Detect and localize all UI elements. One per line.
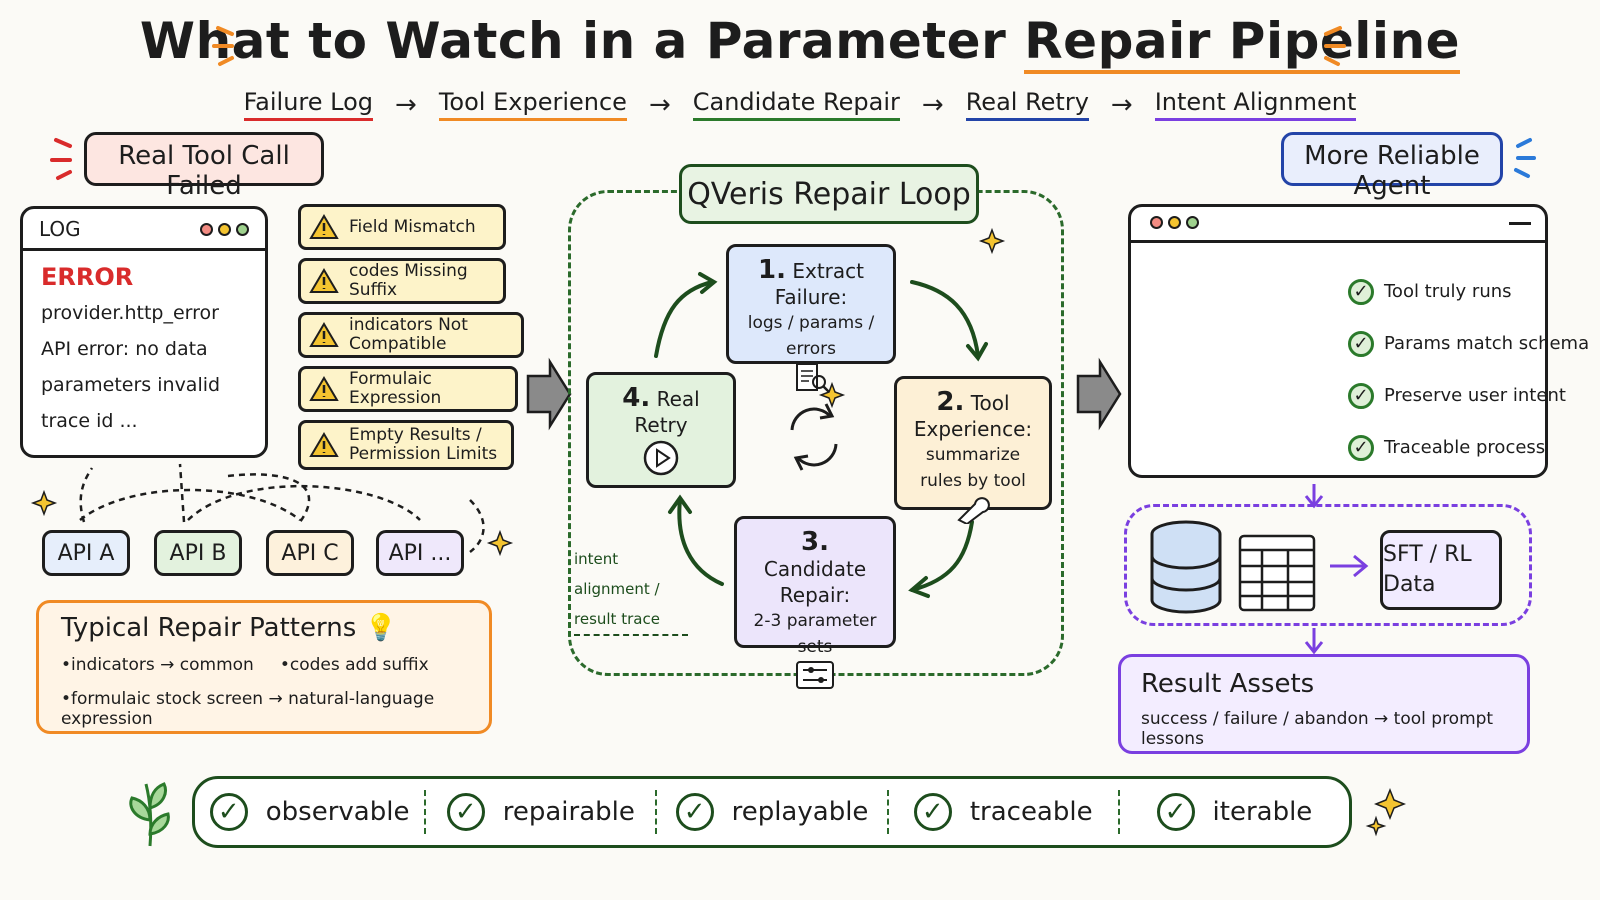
check-icon: ✓	[1348, 331, 1374, 357]
agent-window	[1128, 204, 1548, 478]
step-intent-alignment: Intent Alignment	[1154, 88, 1357, 121]
api-c: API C	[266, 530, 354, 576]
api-b: API B	[154, 530, 242, 576]
step-real-retry: Real Retry	[965, 88, 1089, 121]
node-extract-failure: 1. Extract Failure: logs / params / erro…	[726, 244, 896, 393]
check-icon: ✓	[913, 793, 952, 831]
warning-codes-missing-suffix: codes Missing Suffix	[298, 258, 506, 304]
log-line: trace id ...	[41, 410, 138, 432]
pattern-item: codes add suffix	[280, 655, 429, 675]
more-reliable-agent-label: More Reliable Agent	[1281, 132, 1503, 201]
warning-icon	[309, 214, 339, 239]
log-line: API error: no data	[41, 338, 208, 360]
api-a: API A	[42, 530, 130, 576]
intent-alignment-note: intent alignment / result trace	[574, 544, 688, 636]
sliders-icon	[796, 661, 834, 689]
sft-rl-data: SFT / RL Data	[1380, 530, 1502, 610]
wrench-icon	[957, 497, 990, 526]
warning-icon	[309, 268, 339, 293]
lightbulb-icon: 💡	[364, 613, 397, 643]
log-window: LOG ERROR provider.http_error API error:…	[20, 206, 268, 458]
quality-item: ✓repairable	[426, 790, 658, 834]
shine-spark-icon	[1514, 138, 1536, 178]
check-item: ✓Params match schema	[1348, 318, 1589, 370]
log-line: parameters invalid	[41, 374, 221, 396]
pattern-item: indicators → common	[61, 655, 254, 675]
alert-spark-icon	[50, 138, 72, 180]
window-dots	[1145, 214, 1199, 233]
result-assets: Result Assets success / failure / abando…	[1118, 654, 1530, 754]
step-candidate-repair: Candidate Repair	[692, 88, 900, 121]
warning-icon	[309, 322, 339, 347]
play-icon	[643, 440, 679, 476]
log-title: LOG	[39, 216, 81, 241]
title-text: What to Watch in a Parameter	[139, 12, 1025, 70]
repair-loop-title: QVeris Repair Loop	[679, 164, 979, 224]
result-assets-title: Result Assets	[1141, 669, 1315, 699]
check-icon: ✓	[675, 793, 714, 831]
step-tool-experience: Tool Experience	[438, 88, 627, 121]
right-arrow-icon: →	[395, 89, 417, 120]
result-assets-line: success / failure / abandon → tool promp…	[1141, 709, 1494, 749]
minimize-icon	[1509, 222, 1531, 225]
title-highlight: Repair Pipeline	[1024, 12, 1461, 74]
data-group-frame	[1124, 504, 1532, 626]
check-item: ✓Tool truly runs	[1348, 266, 1589, 318]
right-arrow-icon: →	[921, 89, 944, 120]
warning-empty-results: Empty Results / Permission Limits	[298, 420, 514, 470]
check-icon: ✓	[1156, 793, 1195, 831]
pattern-item: formulaic stock screen → natural-languag…	[61, 689, 467, 729]
typical-repair-patterns: Typical Repair Patterns 💡 indicators → c…	[36, 600, 492, 734]
check-icon: ✓	[446, 793, 485, 831]
reliability-checklist: ✓Tool truly runs ✓Params match schema ✓P…	[1348, 266, 1589, 474]
quality-item: ✓traceable	[889, 790, 1120, 834]
pipeline-steps: Failure Log → Tool Experience → Candidat…	[0, 88, 1600, 121]
check-item: ✓Traceable process	[1348, 422, 1589, 474]
quality-item: ✓iterable	[1120, 790, 1349, 834]
big-arrow-icon	[526, 357, 572, 431]
api-more: API ...	[376, 530, 464, 576]
check-icon: ✓	[1348, 435, 1374, 461]
log-error: ERROR	[41, 263, 134, 291]
warning-icon	[309, 432, 339, 457]
right-arrow-icon: →	[1110, 89, 1133, 120]
right-arrow-icon: →	[648, 89, 671, 120]
check-icon: ✓	[1348, 383, 1374, 409]
patterns-title: Typical Repair Patterns	[61, 613, 357, 643]
node-tool-experience: 2. Tool Experience: summarize rules by t…	[894, 376, 1052, 526]
real-tool-call-failed-label: Real Tool Call Failed	[84, 132, 324, 201]
big-arrow-icon	[1076, 357, 1122, 431]
warning-field-mismatch: Field Mismatch	[298, 204, 506, 250]
leaf-icon	[129, 782, 170, 847]
node-candidate-repair: 3. Candidate Repair: 2-3 parameter sets	[734, 516, 896, 689]
qualities-bar: ✓observable ✓repairable ✓replayable ✓tra…	[192, 776, 1352, 848]
document-search-icon	[796, 363, 830, 393]
window-dots	[195, 217, 249, 241]
step-failure-log: Failure Log	[243, 88, 374, 121]
warning-formulaic: Formulaic Expression	[298, 366, 518, 412]
check-icon: ✓	[1348, 279, 1374, 305]
check-icon: ✓	[209, 793, 248, 831]
warning-indicators: indicators Not Compatible	[298, 312, 524, 358]
node-real-retry: 4. Real Retry	[586, 372, 736, 488]
quality-item: ✓replayable	[657, 790, 889, 834]
check-item: ✓Preserve user intent	[1348, 370, 1589, 422]
log-line: provider.http_error	[41, 302, 219, 324]
warning-icon	[309, 376, 339, 401]
page-title: What to Watch in a Parameter Repair Pipe…	[0, 12, 1600, 74]
quality-item: ✓observable	[195, 790, 427, 834]
